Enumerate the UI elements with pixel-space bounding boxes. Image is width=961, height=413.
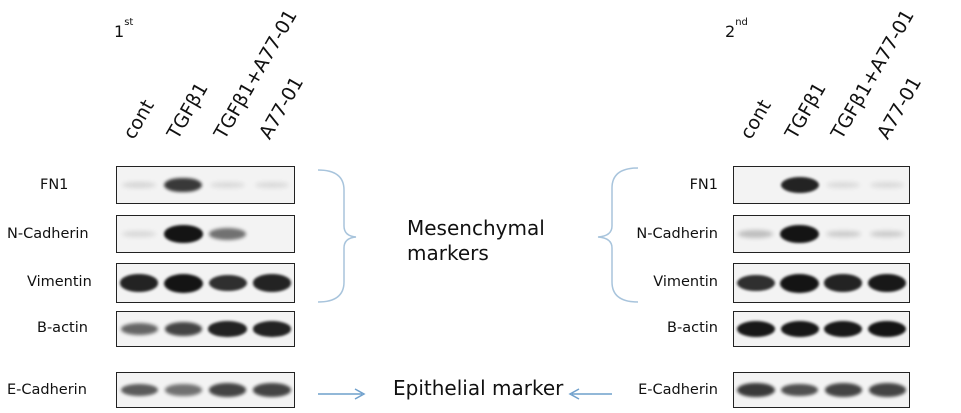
panel-2-blot-fn1 (733, 166, 910, 204)
blot-band (824, 274, 863, 292)
mesenchymal-label-line2: markers (407, 241, 489, 265)
panel-2-blot-e-cadherin (733, 372, 910, 408)
panel-1-blot-n-cadherin (116, 215, 295, 253)
blot-band (868, 274, 907, 292)
panel-2-lane-label: TGFβ1 (780, 78, 831, 143)
panel-1-lane-label: cont (118, 96, 159, 143)
blot-band (867, 320, 907, 338)
blot-band (738, 230, 774, 238)
blot-band (254, 181, 290, 189)
panel-2-blot-vimentin (733, 263, 910, 303)
panel-2-blot-b-actin (733, 311, 910, 347)
right-brace (597, 167, 639, 303)
blot-band (208, 321, 247, 337)
blot-band (119, 274, 159, 292)
blot-band (210, 181, 245, 189)
blot-band (208, 383, 247, 397)
blot-band (869, 181, 905, 189)
blot-band (164, 225, 203, 243)
mesenchymal-label-line1: Mesenchymal (407, 216, 545, 240)
blot-band (164, 322, 203, 336)
blot-band (208, 274, 247, 292)
panel-1-row-label: Vimentin (27, 274, 92, 290)
blot-band (826, 230, 861, 238)
blot-band (737, 274, 775, 292)
blot-band (780, 273, 819, 293)
panel-2-row-label: Vimentin (653, 274, 718, 290)
blot-band (780, 225, 819, 243)
panel-2-row-label: B-actin (667, 320, 718, 336)
blot-band (164, 177, 203, 193)
blot-band (253, 383, 291, 397)
panel-1-row-label: FN1 (40, 177, 69, 193)
blot-band (252, 321, 291, 337)
blot-band (209, 228, 246, 240)
panel-1-row-label: E-Cadherin (7, 382, 87, 398)
panel-2-title: 2nd (725, 17, 748, 41)
panel-1-lane-label: TGFβ1 (162, 78, 213, 143)
panel-1-title-main: 1 (114, 22, 125, 41)
blot-band (780, 321, 819, 337)
blot-band (868, 383, 906, 397)
panel-2-title-main: 2 (725, 22, 736, 41)
blot-band (869, 230, 905, 238)
left-arrow-icon (568, 388, 612, 400)
panel-1-row-label: N-Cadherin (7, 226, 89, 242)
blot-band (163, 273, 203, 293)
blot-band (780, 176, 819, 194)
panel-2-title-sup: nd (735, 16, 748, 28)
panel-1-blot-e-cadherin (116, 372, 295, 408)
panel-1-blot-vimentin (116, 263, 295, 303)
panel-1-title-sup: st (124, 16, 134, 28)
panel-1-title: 1st (114, 17, 133, 41)
panel-1-blot-b-actin (116, 311, 295, 347)
blot-band (736, 321, 775, 337)
panel-2-row-label: E-Cadherin (638, 382, 718, 398)
panel-2-lane-label: A77-01 (872, 72, 927, 143)
left-brace (317, 169, 357, 303)
mesenchymal-markers-label: Mesenchymal markers (407, 216, 545, 266)
blot-band (824, 383, 862, 397)
blot-band (824, 321, 863, 337)
blot-band (737, 382, 775, 398)
panel-2-blot-n-cadherin (733, 215, 910, 253)
right-arrow-icon (318, 388, 366, 400)
blot-band (781, 383, 819, 397)
blot-band (120, 383, 158, 397)
blot-band (121, 230, 157, 238)
blot-band (252, 274, 291, 292)
panel-1-row-label: B-actin (37, 320, 88, 336)
blot-band (165, 384, 202, 396)
panel-1-blot-fn1 (116, 166, 295, 204)
blot-band (826, 181, 861, 189)
epithelial-marker-label: Epithelial marker (393, 376, 564, 400)
panel-2-lane-label: cont (735, 96, 776, 143)
panel-2-row-label: FN1 (689, 177, 718, 193)
blot-band (121, 181, 157, 189)
blot-band (120, 323, 158, 335)
panel-2-row-label: N-Cadherin (636, 226, 718, 242)
